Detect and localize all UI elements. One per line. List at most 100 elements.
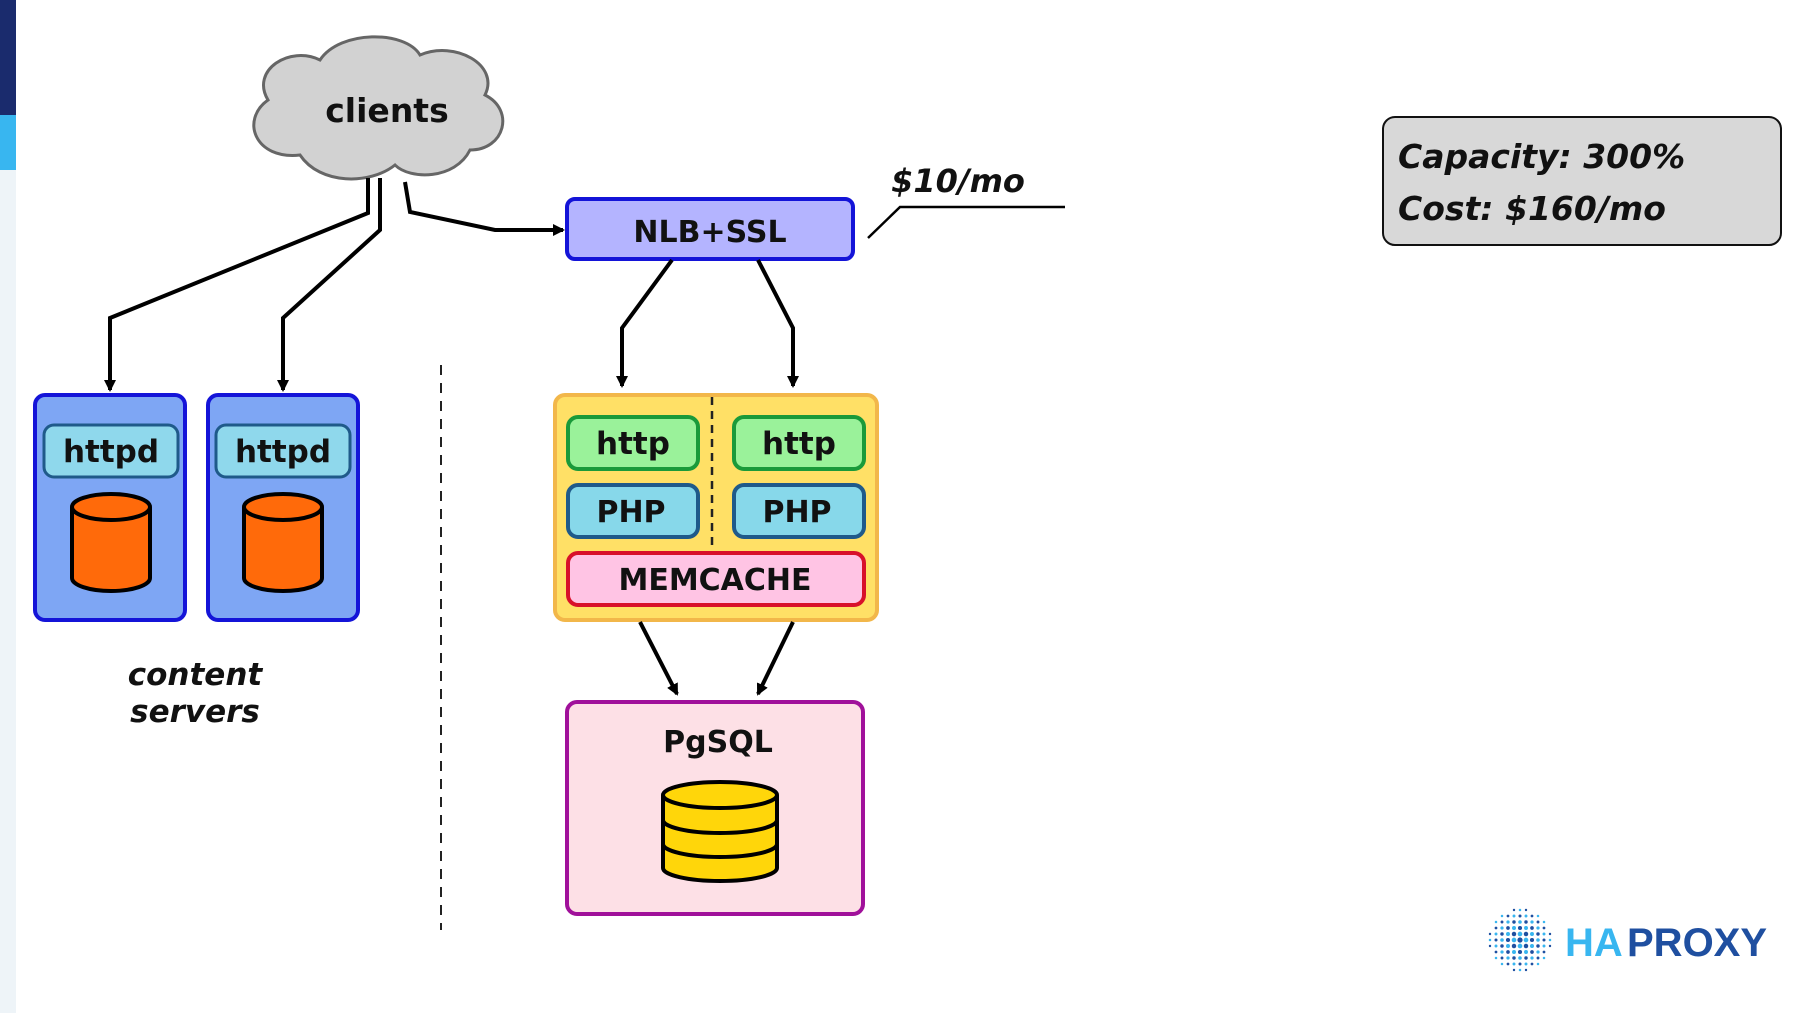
logo-dot bbox=[1536, 920, 1540, 924]
logo-dot bbox=[1517, 949, 1523, 955]
logo-dot bbox=[1517, 937, 1523, 943]
logo-dot bbox=[1512, 956, 1516, 960]
cost-label: Cost: $160/mo bbox=[1398, 189, 1666, 228]
logo-dot bbox=[1517, 931, 1523, 937]
logo-dot bbox=[1524, 950, 1528, 954]
logo-dot bbox=[1517, 943, 1523, 949]
accent-bar-dark bbox=[0, 0, 16, 115]
logo-dot bbox=[1505, 937, 1511, 943]
logo-dot bbox=[1536, 914, 1540, 918]
pgsql-box: PgSQL bbox=[565, 700, 865, 916]
php-left-label: PHP bbox=[596, 495, 665, 530]
logo-dot bbox=[1512, 926, 1516, 930]
arrow-nlb-to-node-left bbox=[616, 258, 674, 388]
logo-dot bbox=[1500, 944, 1504, 948]
accent-bar-pale bbox=[0, 170, 16, 1013]
logo-dot bbox=[1512, 968, 1516, 972]
arrow-clients-to-httpd-right bbox=[277, 178, 382, 392]
logo-dot bbox=[1494, 950, 1498, 954]
logo-dot bbox=[1506, 932, 1510, 936]
logo-dot bbox=[1524, 956, 1528, 960]
logo-text-ha: HA bbox=[1565, 921, 1623, 965]
nlb-label: NLB+SSL bbox=[633, 215, 786, 250]
logo-dot bbox=[1512, 914, 1516, 918]
haproxy-logo-icon bbox=[1488, 908, 1552, 972]
php-right-label: PHP bbox=[762, 495, 831, 530]
content-servers-caption-line1: content bbox=[128, 657, 264, 693]
http-right-label: http bbox=[762, 426, 836, 462]
logo-dot bbox=[1536, 950, 1540, 954]
logo-dot bbox=[1530, 944, 1534, 948]
accent-bar-light bbox=[0, 115, 16, 170]
logo-dot bbox=[1506, 914, 1510, 918]
memcache-label: MEMCACHE bbox=[618, 563, 811, 598]
capacity-label: Capacity: 300% bbox=[1398, 137, 1685, 176]
logo-dot bbox=[1548, 938, 1552, 942]
logo-dot bbox=[1512, 950, 1516, 954]
logo-dot bbox=[1500, 956, 1504, 960]
clients-cloud: clients bbox=[252, 35, 505, 181]
logo-dot bbox=[1488, 944, 1492, 948]
logo-dot bbox=[1530, 932, 1534, 936]
haproxy-logo: HA PROXY bbox=[1488, 908, 1767, 972]
logo-dot bbox=[1542, 932, 1546, 936]
logo-dot bbox=[1548, 944, 1552, 948]
logo-dot bbox=[1536, 938, 1540, 942]
logo-dot bbox=[1536, 956, 1540, 960]
logo-dot bbox=[1500, 932, 1504, 936]
logo-dot bbox=[1524, 962, 1528, 966]
logo-dot bbox=[1500, 926, 1504, 930]
logo-dot bbox=[1542, 926, 1546, 930]
logo-dot bbox=[1536, 944, 1540, 948]
client-arrows bbox=[104, 178, 565, 392]
logo-dot bbox=[1524, 914, 1528, 918]
logo-dot bbox=[1518, 962, 1522, 966]
arrow-clients-to-nlb bbox=[403, 181, 565, 236]
arrow-cluster-to-db-right bbox=[756, 621, 795, 696]
logo-dot bbox=[1500, 920, 1504, 924]
logo-dot bbox=[1506, 962, 1510, 966]
logo-dot bbox=[1500, 938, 1504, 942]
nlb-cost-annotation: $10/mo bbox=[867, 162, 1065, 239]
logo-dot bbox=[1494, 956, 1498, 960]
logo-dot bbox=[1511, 931, 1517, 937]
app-cluster: http http PHP PHP MEMCACHE bbox=[553, 393, 879, 622]
logo-dot bbox=[1536, 962, 1540, 966]
logo-dot bbox=[1518, 968, 1522, 972]
arrow-clients-to-httpd-left bbox=[104, 178, 370, 392]
summary-box: Capacity: 300% Cost: $160/mo bbox=[1382, 116, 1782, 246]
logo-dot bbox=[1542, 950, 1546, 954]
http-left-label: http bbox=[596, 426, 670, 462]
logo-dot bbox=[1517, 925, 1523, 931]
arrow-nlb-to-node-right bbox=[756, 259, 799, 388]
logo-dot bbox=[1500, 962, 1504, 966]
content-server-left: httpd bbox=[33, 393, 187, 622]
logo-dot bbox=[1500, 914, 1504, 918]
logo-dot bbox=[1530, 950, 1534, 954]
logo-dot bbox=[1506, 956, 1510, 960]
logo-dot bbox=[1506, 926, 1510, 930]
logo-dot bbox=[1506, 950, 1510, 954]
logo-dot bbox=[1500, 950, 1504, 954]
logo-dot bbox=[1488, 938, 1492, 942]
logo-dot bbox=[1536, 932, 1540, 936]
logo-dot bbox=[1518, 956, 1522, 960]
logo-dot bbox=[1511, 937, 1517, 943]
logo-dot bbox=[1524, 926, 1528, 930]
logo-dot bbox=[1524, 908, 1528, 912]
disk-left-icon bbox=[70, 492, 152, 593]
httpd-left-label: httpd bbox=[63, 434, 159, 470]
db-arrows bbox=[638, 621, 795, 696]
pgsql-label: PgSQL bbox=[663, 725, 773, 760]
logo-dot bbox=[1494, 938, 1498, 942]
logo-dot bbox=[1542, 938, 1546, 942]
logo-dot bbox=[1494, 932, 1498, 936]
logo-dot bbox=[1524, 920, 1528, 924]
logo-dot bbox=[1530, 962, 1534, 966]
logo-dot bbox=[1542, 944, 1546, 948]
logo-dot bbox=[1494, 944, 1498, 948]
logo-dot bbox=[1511, 943, 1517, 949]
logo-dot bbox=[1530, 920, 1534, 924]
logo-dot bbox=[1542, 920, 1546, 924]
